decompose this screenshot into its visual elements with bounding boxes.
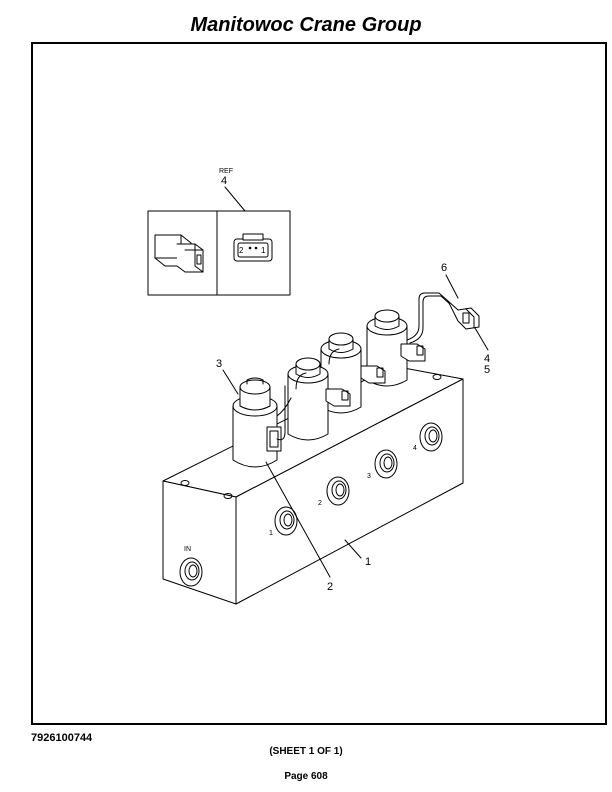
callout-4: 4 — [484, 353, 490, 365]
sheet-indicator: (SHEET 1 OF 1) — [269, 746, 343, 757]
leader-line-4-ref — [224, 186, 246, 212]
port-2-label: 2 — [318, 500, 322, 507]
connector-face-view: 2 1 — [233, 233, 273, 262]
drawing-frame: 2 1 REF 4 — [31, 42, 607, 725]
leader-line-1 — [344, 539, 362, 559]
callout-3: 3 — [216, 358, 222, 370]
solenoid-valve-2 — [287, 357, 351, 441]
leader-line-6 — [445, 274, 459, 299]
connector-detail-inset: 2 1 — [147, 210, 291, 296]
callout-6: 6 — [441, 262, 447, 274]
solenoid-valve-1 — [232, 377, 292, 468]
callout-1: 1 — [365, 556, 371, 568]
port-3-label: 3 — [367, 473, 371, 480]
port-4 — [419, 422, 443, 452]
leader-line-2 — [265, 461, 331, 578]
callout-5: 5 — [484, 364, 490, 376]
port-2 — [326, 476, 350, 506]
page-header-title: Manitowoc Crane Group — [190, 14, 422, 36]
valve-assembly-diagram: 2 1 REF 4 — [147, 168, 490, 605]
port-1-label: 1 — [269, 530, 273, 537]
ref-label: REF — [219, 168, 233, 175]
pin-1-label: 1 — [261, 246, 266, 255]
connector-side-view — [154, 234, 204, 273]
port-1 — [274, 506, 298, 536]
port-in-label: IN — [184, 546, 191, 553]
leader-line-3 — [222, 369, 239, 395]
port-3 — [374, 449, 398, 479]
callout-2: 2 — [327, 581, 333, 593]
leader-line-4-5 — [474, 327, 489, 351]
callout-4-ref: 4 — [221, 175, 227, 187]
document-number: 7926100744 — [31, 732, 93, 744]
pin-2-label: 2 — [239, 246, 244, 255]
port-in — [179, 557, 203, 587]
port-4-label: 4 — [413, 445, 417, 452]
wiring-harness-connector — [447, 300, 480, 330]
page-number: Page 608 — [284, 771, 328, 782]
